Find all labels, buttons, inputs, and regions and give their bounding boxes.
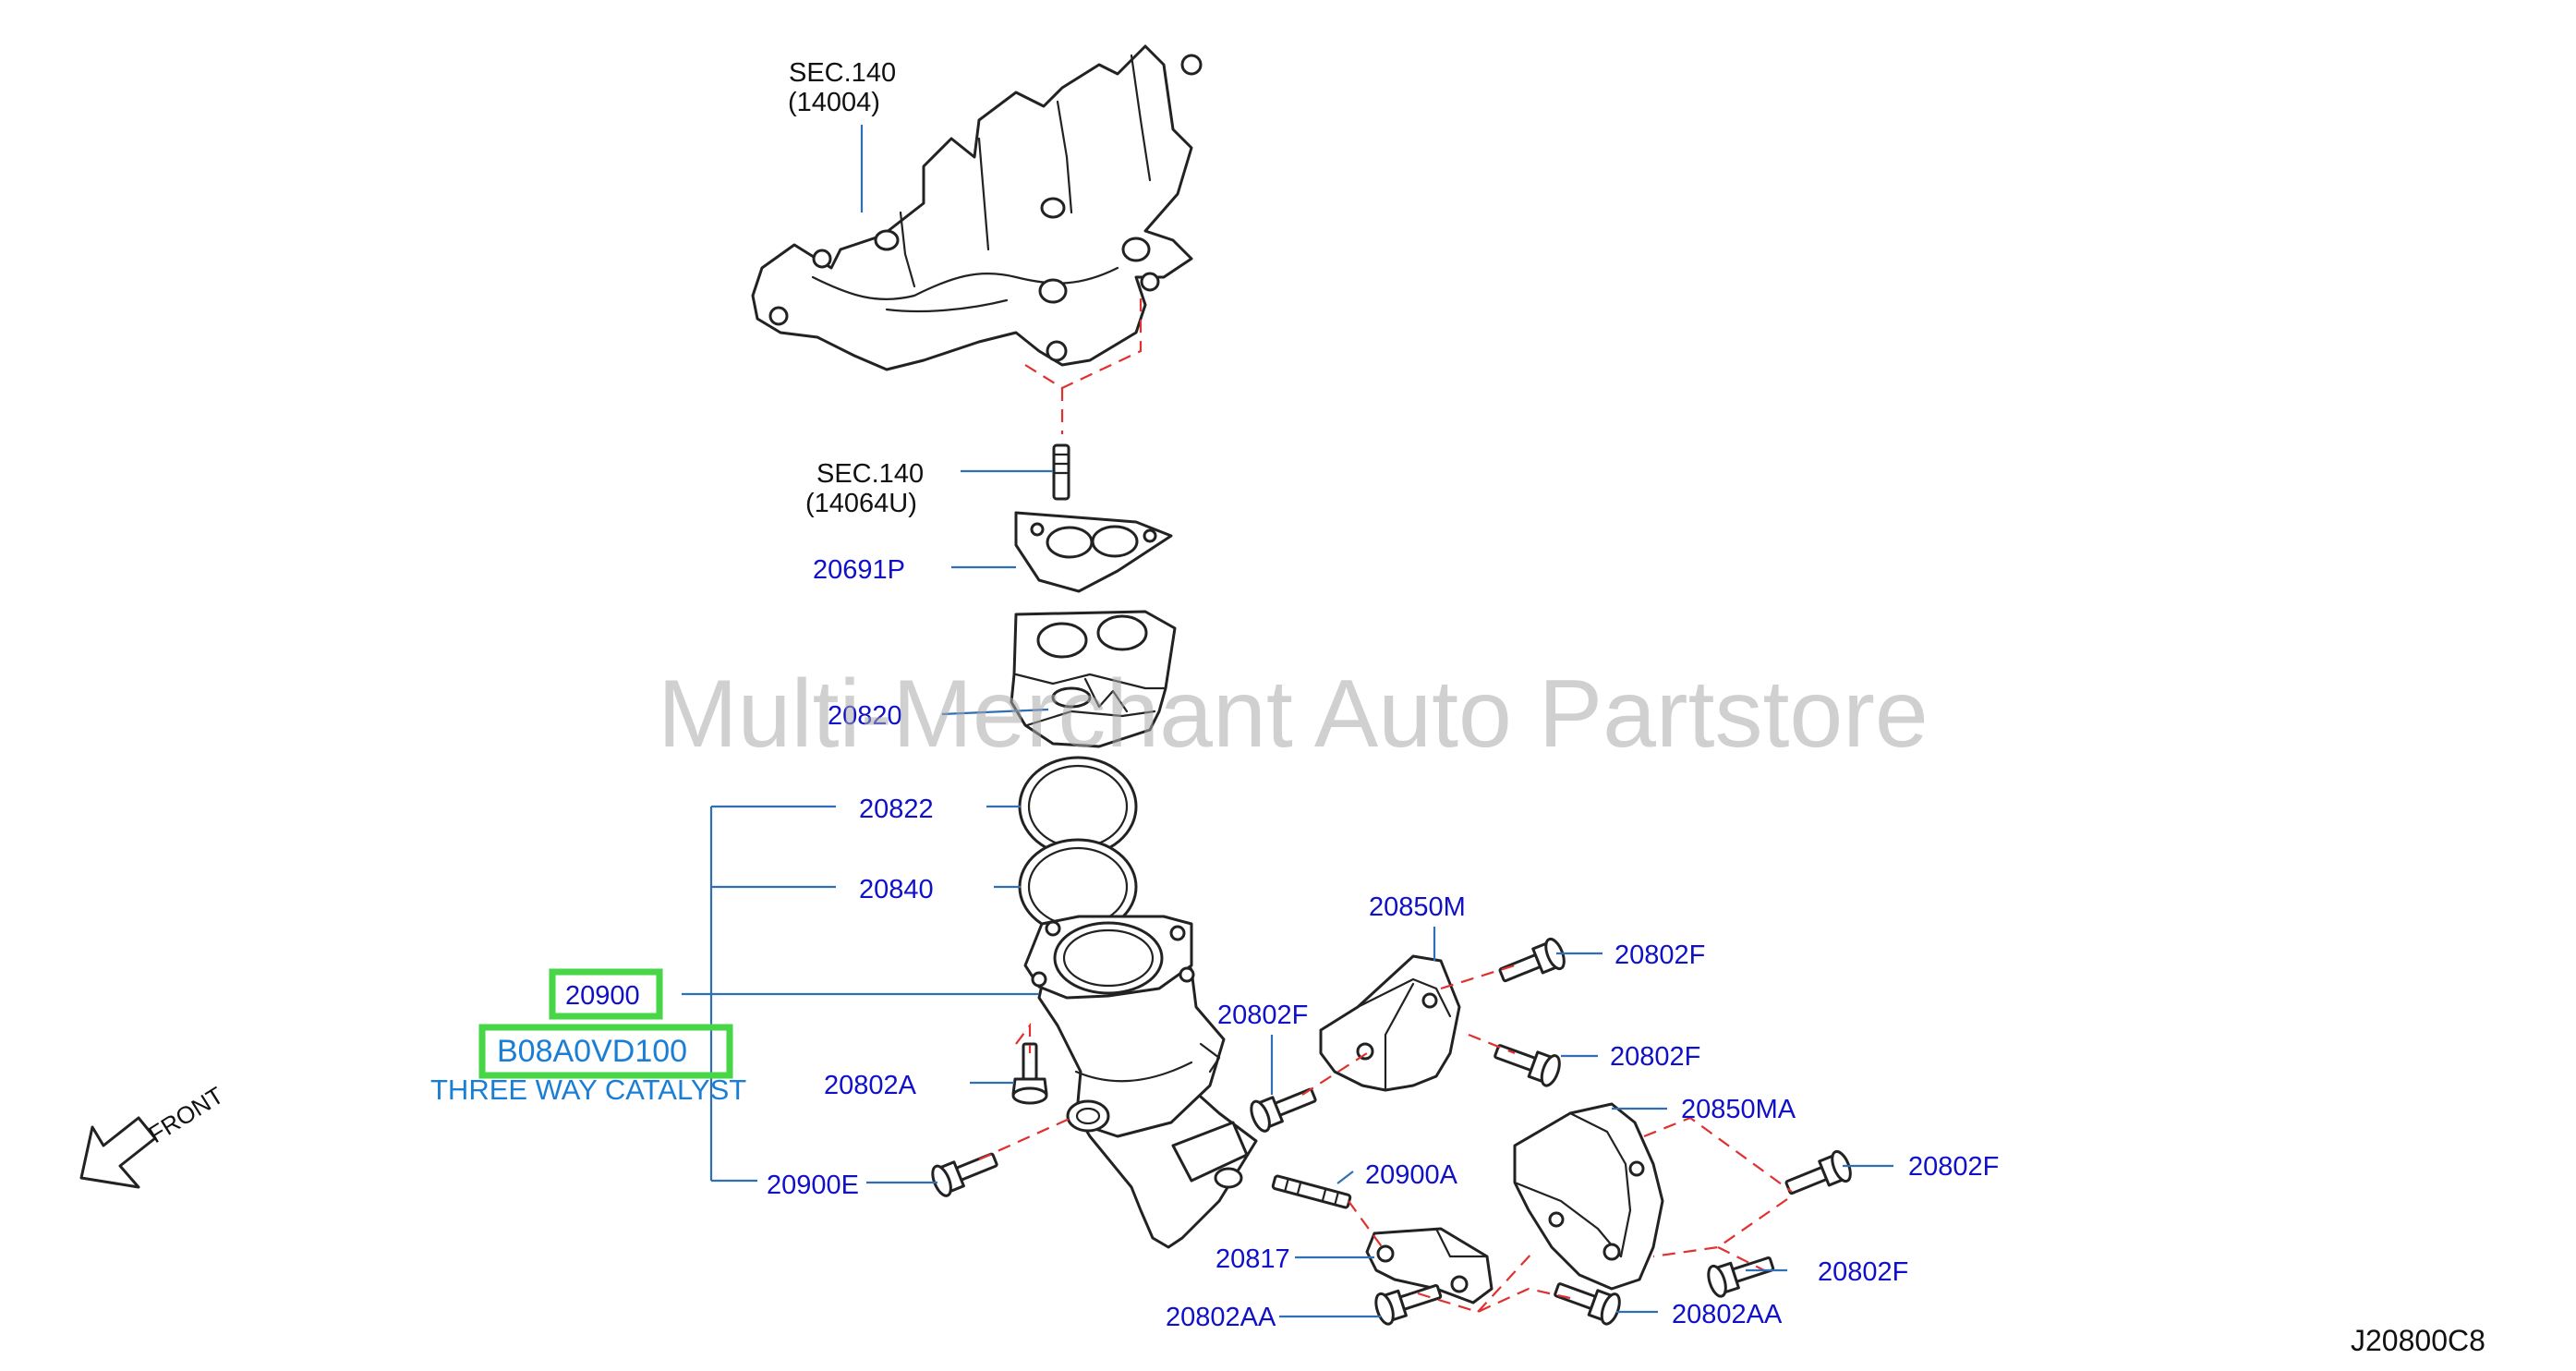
part-number-20802A[interactable]: 20802A [824,1071,917,1100]
leader-lines [682,125,1893,1318]
part-number-20900[interactable]: 20900 [565,981,640,1011]
label-sec-140-stud: SEC.140 [816,459,924,489]
heat-shield-20850M-drawing [1319,954,1461,1092]
highlight-box-b08a0vd100 [478,1024,733,1079]
part-number-20691P[interactable]: 20691P [813,555,905,585]
bolt-20900E-drawing [931,1152,998,1197]
part-number-20850MA[interactable]: 20850MA [1681,1095,1796,1124]
part-number-20802F-right[interactable]: 20802F [1908,1152,1999,1182]
manifold-stud-drawing [1052,443,1070,501]
front-direction-label: FRONT [143,1081,228,1148]
bolt-20802F-lower-drawing [1707,1256,1775,1298]
part-number-20900E[interactable]: 20900E [767,1171,859,1200]
watermark-text: Multi-Merchant Auto Partstore [658,661,1929,768]
part-number-20802F-upper[interactable]: 20802F [1615,940,1705,970]
bolt-20802F-left-drawing [1250,1087,1317,1133]
part-number-20900A[interactable]: 20900A [1365,1160,1458,1190]
diagram-code: J20800C8 [2351,1324,2485,1357]
part-number-20802AA-right[interactable]: 20802AA [1672,1300,1783,1329]
bolt-20802A-drawing [1011,1042,1048,1105]
bolt-20802F-mid-drawing [1494,1044,1561,1087]
part-number-20850M[interactable]: 20850M [1369,892,1466,922]
exhaust-manifold-drawing [751,44,1203,371]
label-sec-140-manifold: SEC.140 [789,58,896,88]
part-description-three-way-catalyst: THREE WAY CATALYST [430,1074,746,1106]
part-number-20817[interactable]: 20817 [1215,1244,1290,1274]
three-way-catalyst-drawing [1023,915,1258,1249]
gasket-20691P-drawing [1014,511,1173,593]
bolt-20802AA-right-drawing [1554,1282,1621,1326]
part-number-20840[interactable]: 20840 [859,875,934,904]
heat-shield-20820-drawing [1010,610,1177,748]
part-number-20820[interactable]: 20820 [828,701,902,731]
manifold-stud-dashed-guide [1024,291,1143,434]
part-number-b08a0vd100[interactable]: B08A0VD100 [497,1034,687,1069]
dashed-assembly-guides [978,964,1793,1314]
part-number-20802F-mid[interactable]: 20802F [1610,1042,1700,1072]
part-number-20802F-left[interactable]: 20802F [1217,1001,1308,1030]
bolt-20802F-right-drawing [1784,1149,1852,1195]
label-sec-140-manifold-ref: (14004) [788,88,880,117]
part-number-20802AA-left[interactable]: 20802AA [1166,1303,1276,1332]
part-number-20822[interactable]: 20822 [859,795,934,824]
part-number-20802F-lower[interactable]: 20802F [1818,1257,1908,1287]
label-sec-140-stud-ref: (14064U) [805,489,917,518]
heat-shield-20850MA-drawing [1513,1102,1664,1291]
stud-20900A-drawing [1271,1174,1352,1209]
bolt-20802F-upper-drawing [1498,937,1566,983]
front-arrow-icon [79,1116,157,1189]
bracket-20817-drawing [1365,1227,1494,1304]
highlight-box-20900 [549,968,663,1020]
